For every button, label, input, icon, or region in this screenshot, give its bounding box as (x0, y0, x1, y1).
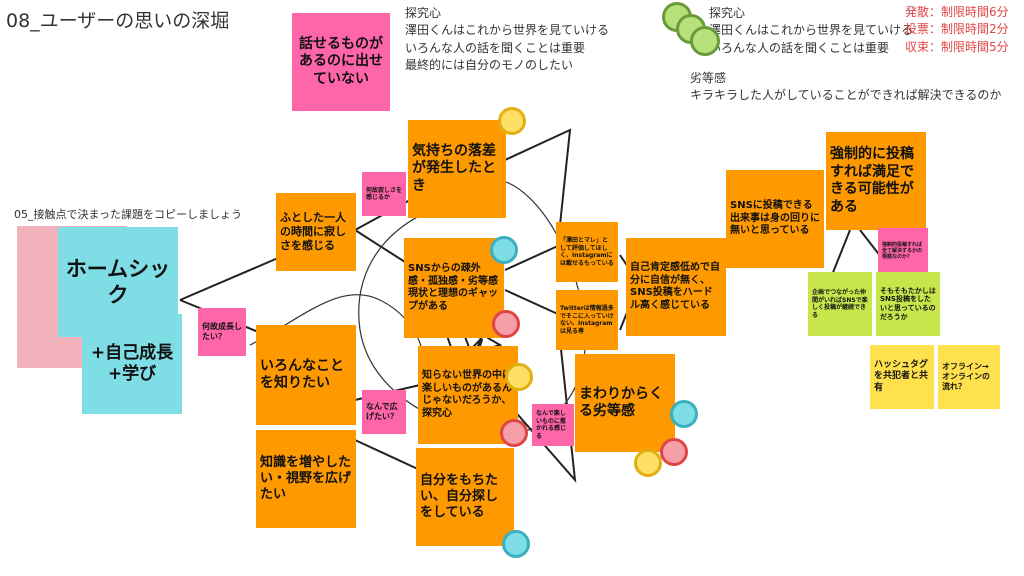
time-limits: 発散：制限時間6分 投票：制限時間2分 収束：制限時間5分 (905, 4, 1009, 56)
sticky-note-why-lonely[interactable]: 何故寂しさを感じるか (362, 172, 406, 216)
sticky-note-find-self[interactable]: 自分をもちたい、自分探しをしている (416, 448, 514, 546)
text-line: 澤田くんはこれから世界を見ていける (405, 23, 610, 38)
time-limit-diverge: 発散：制限時間6分 (905, 5, 1009, 19)
sticky-note-offline-online[interactable]: オフライン→オンラインの流れ？ (938, 345, 1000, 409)
circle-avatar-icon (670, 400, 698, 428)
sticky-note-pink[interactable]: 話せるものがあるのに出せていない (292, 13, 390, 111)
text-line: いろんな人の話を聞くことは重要 (405, 40, 586, 55)
sticky-note-knowledge[interactable]: 知識を増やしたい・視野を広げたい (256, 430, 356, 528)
text-block-inquiry-2: 探究心 澤田くんはこれから世界を見ていける いろんな人の話を聞くことは重要 (709, 5, 913, 57)
sticky-note-forced-post[interactable]: 強制的に投稿すれば満足できる可能性がある (826, 132, 926, 230)
sticky-note-hashtag[interactable]: ハッシュタグを共犯者と共有 (870, 345, 934, 409)
sticky-note-surrounding[interactable]: まわりからくる劣等感 (575, 354, 675, 452)
connector-line (354, 439, 421, 471)
circle-avatar-icon (505, 363, 533, 391)
text-line: 劣等感 (690, 71, 727, 85)
connector-line (504, 244, 561, 271)
text-line: キラキラした人がしていることができれば解決できるのか (690, 88, 1002, 103)
sticky-note-growth[interactable]: +自己成長 +学び (82, 314, 182, 414)
triangle-shape (504, 128, 572, 226)
text-block-inquiry: 探究心 澤田くんはこれから世界を見ていける いろんな人の話を聞くことは重要 最終… (405, 5, 609, 75)
page-title: 08_ユーザーの思いの深堀 (6, 10, 230, 32)
sticky-note-wanna-post[interactable]: そもそもたかしはSNS投稿をしたいと思っているのだろうか (876, 272, 940, 336)
time-limit-converge: 収束：制限時間5分 (905, 39, 1009, 54)
text-line: いろんな人の話を聞くことは重要 (709, 40, 890, 55)
circle-avatar-icon (492, 310, 520, 338)
circle-avatar-icon (660, 438, 688, 466)
text-line: 探究心 (405, 6, 442, 20)
sticky-note-sns-alienation[interactable]: SNSからの疎外感・孤独感・劣等感 現状と理想のギャップがある (404, 238, 508, 338)
sticky-note-why-expand[interactable]: なんで広げたい？ (362, 390, 406, 434)
sticky-note-know-people[interactable]: いろんなことを知りたい (256, 325, 356, 425)
connector-line (354, 229, 406, 263)
circle-avatar-icon (500, 419, 528, 447)
connector-line (829, 229, 851, 281)
sticky-note-gap[interactable]: 気持ちの落差が発生したとき (408, 120, 506, 218)
sticky-note-company-link[interactable]: 企画でつながった仲間がいればSNSで楽しく投稿が継続できる (808, 272, 872, 336)
section-subtitle: 05_接触点で決まった課題をコピーしましょう (14, 208, 243, 221)
text-line: 探究心 (709, 6, 746, 20)
sticky-note-unknown-world[interactable]: 知らない世界の中に楽しいものがあるんじゃないだろうか、探究心 (418, 346, 518, 444)
circle-avatar-icon (502, 530, 530, 558)
sticky-note-sawada-eval[interactable]: 「澤田とマレ」として評価してほしく、Instagramには載せるもっている (556, 222, 618, 282)
triangle-shape (504, 339, 577, 484)
text-block-inferiority: 劣等感 キラキラした人がしていることができれば解決できるのか (690, 70, 1001, 105)
sticky-note-forced-post-q[interactable]: 強制的投稿すれば全て解決するかの根拠なのか？ (878, 228, 928, 274)
circle-avatar-icon (690, 26, 720, 56)
sticky-note-twitter[interactable]: Twitterは情報過多でそこに入っていけない、Instagramは見る専 (556, 290, 618, 350)
text-line: 最終的には自分のモノのしたい (405, 58, 574, 73)
sticky-note-lonely[interactable]: ふとした一人の時間に寂しさを感じる (276, 193, 356, 271)
sticky-note-sns-nothing[interactable]: SNSに投稿できる出来事は身の回りに無いと思っている (726, 170, 824, 268)
time-limit-vote: 投票：制限時間2分 (905, 22, 1009, 37)
sticky-note-why-fun[interactable]: なんで楽しいものに惹かれる感じる (532, 404, 574, 446)
sticky-note-why-grow[interactable]: 何故成長したい？ (198, 308, 246, 356)
circle-avatar-icon (490, 236, 518, 264)
text-line: 澤田くんはこれから世界を見ていける (709, 23, 914, 38)
circle-avatar-icon (634, 449, 662, 477)
sticky-note-self-esteem[interactable]: 自己肯定感低めで自分に自信が無く、SNS投稿をハードル高く感じている (626, 238, 726, 336)
connector-line (179, 257, 279, 301)
circle-avatar-icon (498, 107, 526, 135)
connector-line (504, 289, 561, 316)
